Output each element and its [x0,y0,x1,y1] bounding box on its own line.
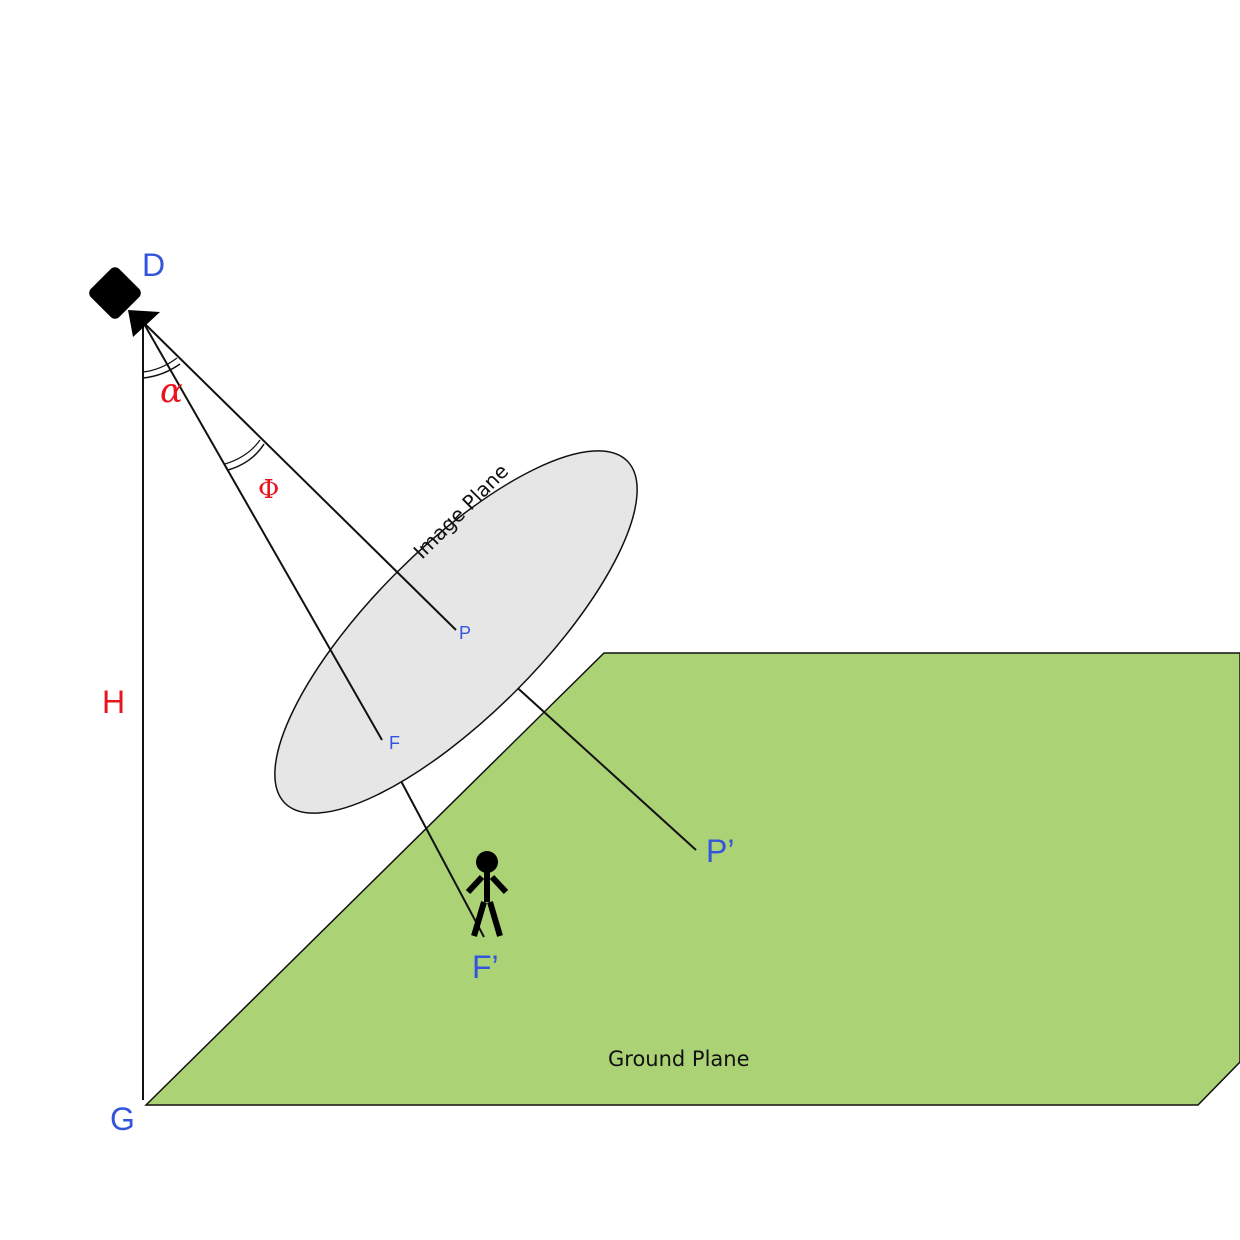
person-icon [465,851,509,937]
alpha-arc-inner [142,357,178,373]
ray-p-upper [142,321,457,631]
ray-p-lower [499,671,697,851]
label-alpha: α [160,371,183,411]
label-ground-point-p: P’ [706,833,734,869]
label-ground-point-f: F’ [472,949,499,985]
ray-f-upper [142,321,383,741]
phi-arc-inner [224,439,261,465]
camera-icon [89,267,160,337]
label-image-point-f: F [389,733,400,753]
phi-arc [227,443,265,471]
label-height-h: H [102,684,125,720]
ray-f-lower [392,765,485,938]
ground-plane [144,652,1240,1106]
label-ground-plane: Ground Plane [608,1047,750,1071]
label-phi: Φ [258,475,279,505]
label-camera-d: D [142,247,165,283]
label-ground-g: G [110,1101,135,1137]
label-image-point-p: P [459,623,471,643]
alpha-arc [142,363,181,379]
